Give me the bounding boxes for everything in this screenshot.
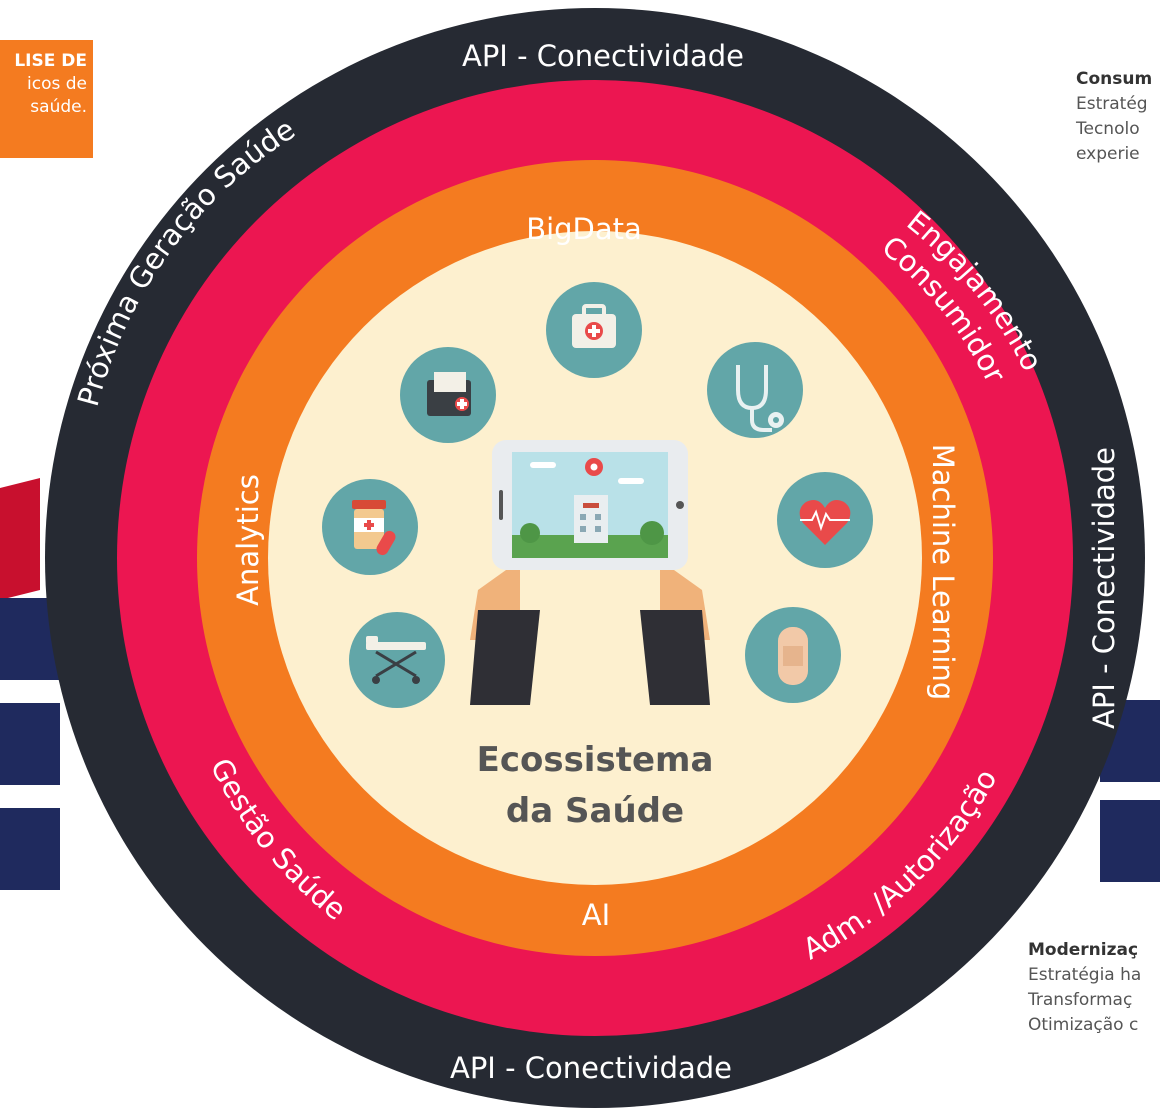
- right-note-top: Consum Estratég Tecnolo experie: [1076, 67, 1152, 167]
- side-box-line1: LISE DE: [14, 51, 87, 71]
- orange-left-label: Analytics: [231, 474, 265, 606]
- right-note-bottom: Modernizaç Estratégia ha Transformaç Oti…: [1028, 938, 1141, 1038]
- stethoscope-icon: [707, 342, 803, 438]
- folder-medical-icon: [400, 347, 496, 443]
- medicine-jar-icon: [322, 479, 418, 575]
- navy-stripe-3: [0, 808, 60, 890]
- side-info-box: LISE DE icos de saúde.: [0, 40, 93, 158]
- navy-stripe-right-2: [1100, 800, 1160, 882]
- orange-right-label: Machine Learning: [926, 444, 960, 701]
- outer-bottom-label: API - Conectividade: [450, 1051, 732, 1085]
- center-title-line2: da Saúde: [506, 791, 684, 831]
- right-note-top-line3: experie: [1076, 144, 1140, 164]
- right-note-bottom-line2: Transformaç: [1028, 990, 1133, 1010]
- right-note-bottom-title: Modernizaç: [1028, 940, 1139, 960]
- side-box-line2: icos de: [27, 74, 87, 94]
- orange-top-label: BigData: [526, 212, 642, 246]
- heart-monitor-icon: [777, 472, 873, 568]
- right-note-top-line2: Tecnolo: [1076, 119, 1140, 139]
- red-stripe: [0, 478, 40, 600]
- stretcher-icon: [349, 612, 445, 708]
- medical-kit-icon: [546, 282, 642, 378]
- tablet-hospital-icon: [470, 440, 710, 705]
- side-box-line3: saúde.: [30, 97, 87, 117]
- outer-top-label: API - Conectividade: [462, 39, 744, 73]
- orange-bottom-label: AI: [582, 898, 610, 932]
- outer-right-label: API - Conectividade: [1087, 447, 1121, 729]
- right-note-top-title: Consum: [1076, 69, 1153, 89]
- right-note-bottom-line3: Otimização c: [1028, 1015, 1139, 1035]
- right-note-bottom-line1: Estratégia ha: [1028, 965, 1142, 985]
- right-note-top-line1: Estratég: [1076, 94, 1148, 114]
- navy-stripe-2: [0, 703, 60, 785]
- center-title-line1: Ecossistema: [477, 740, 714, 780]
- bandage-icon: [745, 607, 841, 703]
